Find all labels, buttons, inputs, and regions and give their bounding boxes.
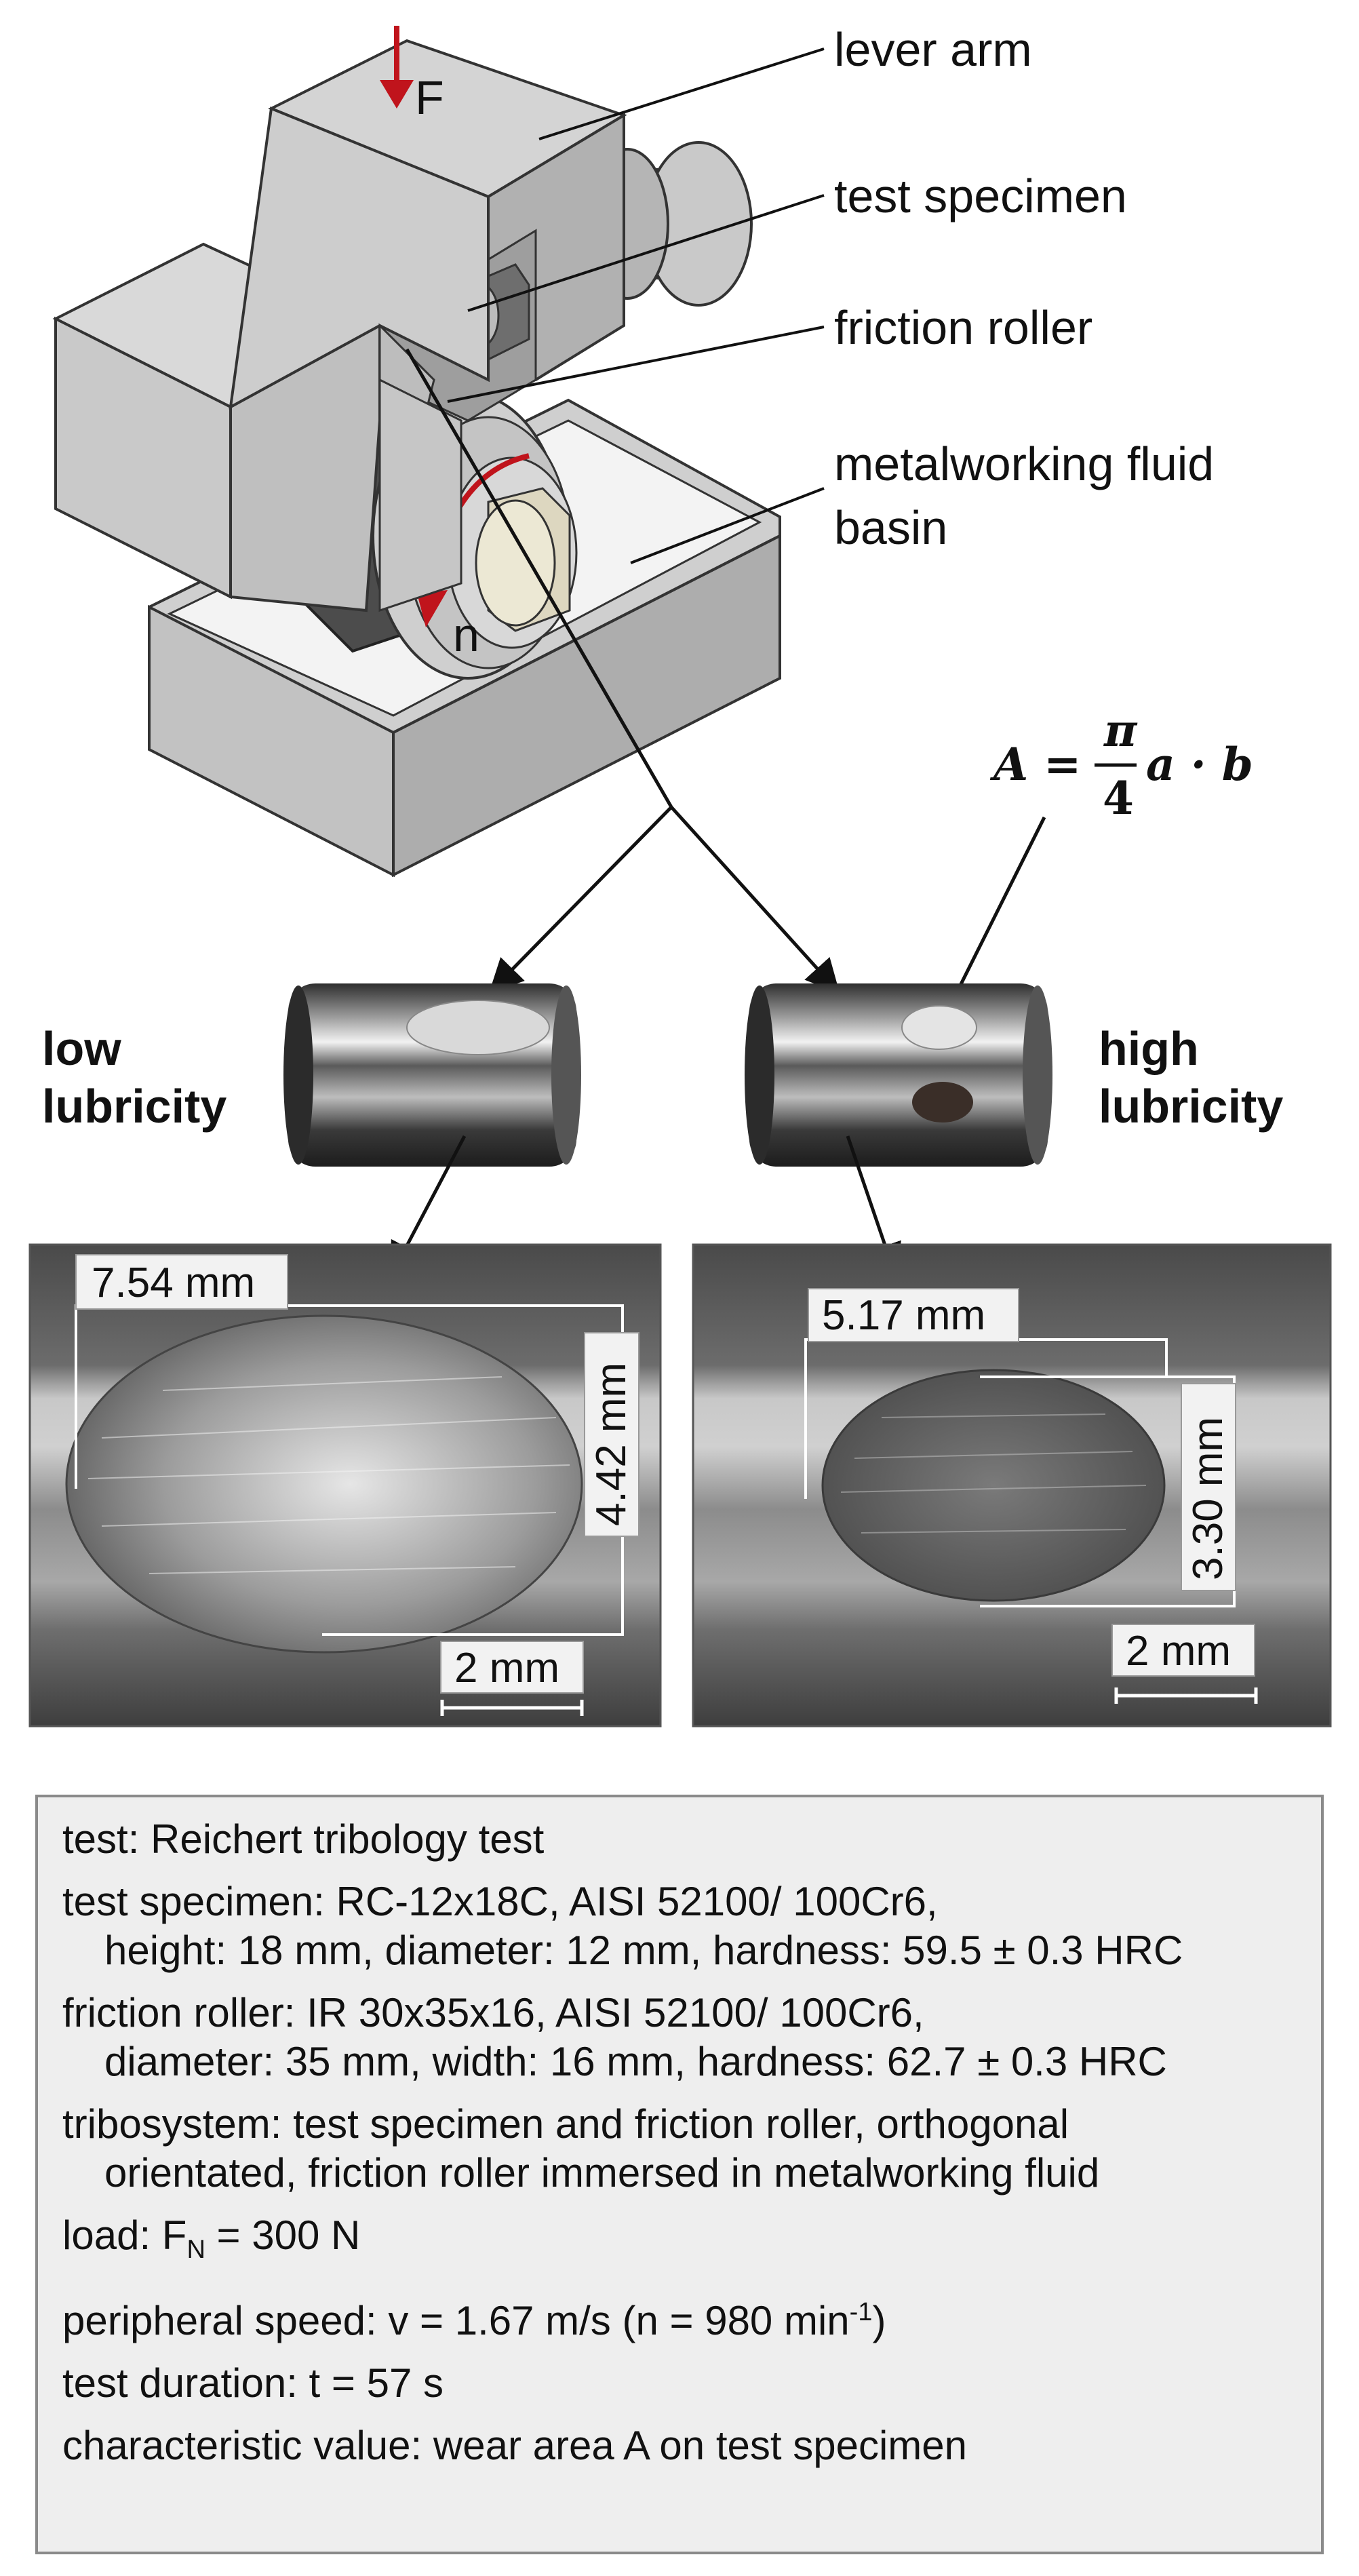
formula-denominator: 4 bbox=[1103, 772, 1134, 825]
lever-arm: F bbox=[52, 26, 627, 612]
low-lubricity-micrograph: 7.54 mm 4.42 mm 2 mm bbox=[28, 1243, 662, 1728]
high-width-label: 5.17 mm bbox=[822, 1292, 985, 1339]
area-formula: A = π 4 a · b bbox=[989, 704, 1253, 825]
tribosystem-text-2: orientated, friction roller immersed in … bbox=[104, 2150, 1100, 2196]
characteristic-text: characteristic value: wear area A on tes… bbox=[62, 2423, 968, 2468]
label-test-specimen: test specimen bbox=[834, 170, 1127, 222]
duration-row: test duration: t = 57 s bbox=[62, 2359, 1297, 2408]
leader-lever-arm bbox=[538, 47, 825, 140]
test-parameters-box: test: Reichert tribology test test speci… bbox=[35, 1795, 1324, 2554]
high-lubricity-micrograph: 5.17 mm 3.30 mm 2 mm bbox=[692, 1243, 1332, 1728]
arrow-to-low-micrograph bbox=[390, 1135, 467, 1277]
arrow-to-low-specimen bbox=[488, 806, 673, 994]
formula-lhs: A = bbox=[989, 738, 1082, 791]
leader-fluid-basin bbox=[630, 487, 825, 564]
specimen-text-2: height: 18 mm, diameter: 12 mm, hardness… bbox=[104, 1928, 1183, 1973]
arrow-to-high-micrograph bbox=[846, 1135, 901, 1278]
characteristic-row: characteristic value: wear area A on tes… bbox=[62, 2421, 1297, 2470]
roller-text-2: diameter: 35 mm, width: 16 mm, hardness:… bbox=[104, 2039, 1167, 2084]
speed-label: n bbox=[453, 608, 479, 661]
load-subscript: N bbox=[186, 2236, 205, 2264]
speed-row: peripheral speed: v = 1.67 m/s (n = 980 … bbox=[62, 2288, 1297, 2345]
force-label: F bbox=[415, 71, 444, 124]
high-lubricity-line1: high bbox=[1099, 1022, 1199, 1075]
high-lubricity-line2: lubricity bbox=[1099, 1080, 1283, 1133]
tribology-diagram: n F bbox=[28, 23, 1332, 1728]
specimen-text-1: test specimen: RC-12x18C, AISI 52100/ 10… bbox=[62, 1879, 938, 1924]
low-scale-label: 2 mm bbox=[454, 1645, 559, 1692]
tribosystem-row: tribosystem: test specimen and friction … bbox=[62, 2100, 1297, 2198]
load-row: load: FN = 300 N bbox=[62, 2211, 1297, 2274]
label-friction-roller: friction roller bbox=[834, 301, 1092, 354]
high-lubricity-specimen bbox=[745, 983, 1052, 1167]
specimen-row: test specimen: RC-12x18C, AISI 52100/ 10… bbox=[62, 1877, 1297, 1975]
low-lubricity-specimen bbox=[283, 983, 581, 1167]
roller-text-1: friction roller: IR 30x35x16, AISI 52100… bbox=[62, 1990, 924, 2035]
leader-test-specimen bbox=[467, 194, 825, 312]
test-text: test: Reichert tribology test bbox=[62, 1816, 545, 1862]
load-prefix: load: F bbox=[62, 2212, 187, 2258]
high-height-label: 3.30 mm bbox=[1185, 1417, 1232, 1580]
leader-friction-roller bbox=[447, 326, 825, 403]
low-lubricity-line1: low bbox=[42, 1022, 121, 1075]
duration-text: test duration: t = 57 s bbox=[62, 2360, 444, 2406]
formula-numerator: π bbox=[1103, 704, 1138, 757]
low-height-label: 4.42 mm bbox=[588, 1363, 635, 1526]
roller-row: friction roller: IR 30x35x16, AISI 52100… bbox=[62, 1989, 1297, 2086]
low-width-label: 7.54 mm bbox=[92, 1260, 255, 1306]
tribosystem-text-1: tribosystem: test specimen and friction … bbox=[62, 2101, 1069, 2147]
speed-suffix: ) bbox=[872, 2298, 886, 2343]
label-fluid-basin-1: metalworking fluid bbox=[834, 437, 1214, 490]
arrow-to-high-specimen bbox=[670, 806, 840, 994]
low-lubricity-line2: lubricity bbox=[42, 1080, 226, 1133]
apparatus: n F bbox=[52, 23, 1214, 878]
label-lever-arm: lever arm bbox=[834, 23, 1032, 76]
label-fluid-basin-2: basin bbox=[834, 501, 947, 554]
split-line bbox=[405, 348, 673, 808]
high-scale-label: 2 mm bbox=[1126, 1628, 1231, 1675]
test-row: test: Reichert tribology test bbox=[62, 1815, 1297, 1864]
formula-rhs: a · b bbox=[1146, 738, 1253, 791]
speed-superscript: -1 bbox=[849, 2298, 873, 2326]
load-value: = 300 N bbox=[205, 2212, 361, 2258]
speed-prefix: peripheral speed: v = 1.67 m/s (n = 980 … bbox=[62, 2298, 850, 2343]
